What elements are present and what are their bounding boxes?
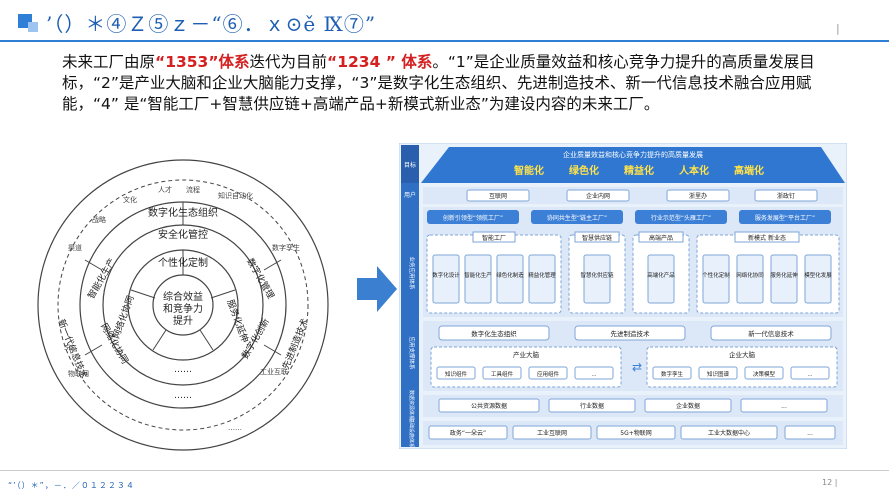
intro-paragraph: 未来工厂由原“1353”体系迭代为目前“1234 ” 体系。“1”是企业质量效益… — [62, 52, 852, 115]
row-label-user: 用户 — [404, 191, 416, 199]
group-supply-chain: 智慧供应链 — [582, 234, 612, 242]
goal-2: 绿色化 — [569, 164, 599, 177]
model-2: 协同共生型“链主工厂” — [547, 214, 607, 222]
para-text-2: 迭代为目前 — [249, 53, 328, 71]
brain-left-item-4: ... — [591, 372, 596, 378]
user-1: 互联网 — [489, 192, 507, 200]
outer-label-talent: 人才 — [158, 185, 172, 194]
outer-label-5g: 5G — [64, 344, 74, 352]
right-arrow-icon — [357, 266, 397, 316]
outer-label-strategy: 战略 — [92, 215, 106, 224]
group-new-model: 新模式 新业态 — [748, 234, 786, 242]
concentric-diagram: 综合效益 和竞争力 提升 个性化定制 服务化延伸 网络化协同 安全化管控 数字化… — [28, 140, 338, 470]
row-label-infra: 基础设施体系 — [408, 418, 415, 448]
user-4: 浙政钉 — [777, 192, 795, 200]
outer-label-knowledge: 知识自动化 — [218, 191, 253, 200]
row-label-business: 业务应用体系 — [408, 256, 416, 290]
brain-right-item-4: ... — [807, 372, 812, 378]
footer-text: “’（）＊”，－．／０１２２３４ — [8, 481, 135, 490]
framework-panel: 目标 用户 业务应用体系 应用支撑体系 数据资源体系 基础设施体系 企业质量效益… — [398, 142, 848, 450]
group-smart-factory: 智能工厂 — [482, 234, 506, 242]
user-3: 浙里办 — [689, 192, 707, 200]
brain-left-item-1: 知识组件 — [445, 370, 468, 378]
group1-item-3: 绿色化制造 — [496, 271, 524, 279]
para-text-3: 。“1”是企业质量效益和核心竞争力提升的高质量发展目标，“2”是产业大脑和企业大… — [62, 53, 815, 113]
para-red-2: “1234 ” 体系 — [327, 53, 433, 71]
brain-right-item-2: 知识图谱 — [707, 370, 730, 378]
infra-1: 政务“一朵云” — [450, 429, 486, 437]
group1-item-1: 数字化设计 — [432, 271, 460, 279]
model-3: 行业示范型“头雁工厂” — [651, 214, 711, 222]
goal-title: 企业质量效益和核心竞争力提升的高质量发展 — [563, 150, 703, 159]
group4-item-2: 网络化协同 — [736, 271, 764, 279]
data-3: 企业数据 — [676, 402, 700, 410]
footer-divider — [0, 470, 889, 471]
model-1: 创新引领型“领航工厂” — [443, 214, 503, 222]
infra-4: 工业大数据中心 — [708, 429, 750, 437]
group4-item-1: 个性化定制 — [702, 271, 730, 279]
data-4: ... — [781, 403, 787, 410]
page-number: 12 | — [822, 478, 838, 487]
ring3-bottom-label: …… — [174, 391, 192, 401]
group4-item-3: 服务化延伸 — [770, 271, 798, 279]
row-label-support: 应用支撑体系 — [408, 336, 416, 370]
group1-item-4: 精益化管理 — [528, 271, 556, 279]
brain-industry: 产业大脑 — [513, 350, 540, 359]
row-label-data: 数据资源体系 — [408, 390, 415, 420]
data-2: 行业数据 — [580, 402, 604, 410]
slide-header: ’（）＊④Ｚ⑤ｚ－“⑥．ｘ⊙ě Ⅸ⑦” | — [0, 0, 889, 44]
outer-label-culture: 文化 — [123, 195, 137, 204]
framework-svg: 目标 用户 业务应用体系 应用支撑体系 数据资源体系 基础设施体系 企业质量效益… — [398, 142, 848, 450]
support-2: 先进制造技术 — [611, 329, 651, 338]
brain-left-item-2: 工具组件 — [491, 370, 514, 378]
outer-label-channel: 渠道 — [68, 243, 82, 252]
goal-3: 精益化 — [624, 164, 654, 177]
para-text-1: 未来工厂由原 — [62, 53, 156, 71]
data-1: 公共资源数据 — [471, 402, 507, 410]
ring2-bottom-label: …… — [174, 365, 192, 375]
center-line-2: 和竞争力 — [163, 302, 203, 315]
logo-square-small-icon — [28, 22, 38, 32]
concentric-diagram-svg: 综合效益 和竞争力 提升 个性化定制 服务化延伸 网络化协同 安全化管控 数字化… — [37, 159, 329, 451]
group-high-end: 高端产品 — [649, 234, 673, 242]
group4-item-4: 模型化发展 — [804, 271, 832, 279]
ring2-top-label: 安全化管控 — [158, 228, 208, 241]
user-2: 企业内网 — [586, 192, 610, 200]
header-divider — [0, 40, 889, 42]
outer-label-digital-twin: 数字孪生 — [272, 243, 300, 252]
para-red-1: “1353”体系 — [155, 53, 250, 71]
outer-label-more: …… — [228, 424, 242, 432]
brain-left-item-3: 应用组件 — [537, 370, 560, 378]
support-3: 新一代信息技术 — [748, 329, 794, 338]
swap-arrows-icon: ⇄ — [632, 360, 642, 374]
outer-label-iot: 物联网 — [68, 369, 89, 378]
goal-5: 高端化 — [734, 164, 764, 177]
infra-5: ... — [807, 430, 813, 437]
brain-enterprise: 企业大脑 — [729, 350, 756, 359]
ring3-top-label: 数字化生态组织 — [148, 206, 218, 219]
model-4: 服务发展型“平台工厂” — [755, 214, 815, 222]
ring1-top-label: 个性化定制 — [158, 256, 208, 269]
slide-title: ’（）＊④Ｚ⑤ｚ－“⑥．ｘ⊙ě Ⅸ⑦” — [46, 12, 377, 36]
brain-right-item-3: 决策模型 — [753, 370, 776, 378]
support-1: 数字化生态组织 — [471, 329, 517, 338]
outer-label-industrial-internet: 工业互联 — [260, 367, 288, 376]
infra-2: 工业互联网 — [537, 429, 567, 437]
goal-1: 智能化 — [514, 164, 544, 177]
center-line-3: 提升 — [173, 315, 193, 327]
goal-4: 人本化 — [679, 164, 709, 177]
brain-right-item-1: 数字孪生 — [661, 370, 684, 378]
infra-3: 5G+物联网 — [620, 429, 652, 437]
group1-item-2: 智能化生产 — [464, 271, 492, 279]
outer-label-process: 流程 — [186, 185, 200, 194]
group2-item-1: 智慧化供应链 — [580, 271, 614, 279]
row-label-goal: 目标 — [404, 161, 416, 169]
header-mark: | — [836, 22, 840, 35]
group3-item-1: 高端化产品 — [647, 271, 675, 279]
center-line-1: 综合效益 — [163, 290, 203, 303]
